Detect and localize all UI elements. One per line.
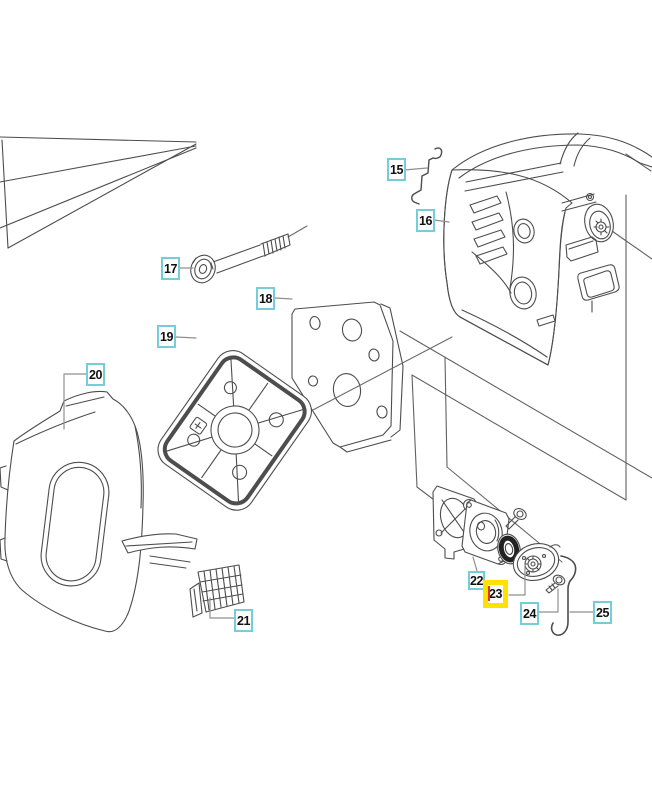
leader-21 xyxy=(209,597,235,619)
pump-plate-screw xyxy=(513,508,527,520)
callout-label: 25 xyxy=(596,605,609,620)
callout-23-highlighted[interactable]: 23 xyxy=(483,580,508,608)
callout-17[interactable]: 17 xyxy=(161,257,180,280)
callout-label: 18 xyxy=(259,291,272,306)
part-23-seal-ring-drawing xyxy=(497,533,521,565)
leader-23 xyxy=(508,564,526,596)
part-25-rod-drawing xyxy=(550,555,577,636)
callout-22[interactable]: 22 xyxy=(468,571,485,590)
callout-label: 22 xyxy=(470,573,483,588)
part-24-cover-disc-drawing xyxy=(512,543,566,594)
part-18-plate-drawing xyxy=(289,301,453,453)
leader-lines xyxy=(63,167,594,619)
partial-panel-top-left xyxy=(0,136,197,249)
callout-25[interactable]: 25 xyxy=(593,601,612,624)
callout-15[interactable]: 15 xyxy=(387,158,406,181)
callout-19[interactable]: 19 xyxy=(157,325,176,348)
callout-label: 17 xyxy=(164,261,177,276)
callout-label: 23 xyxy=(489,587,502,601)
callout-label: 19 xyxy=(160,329,173,344)
callout-24[interactable]: 24 xyxy=(520,602,539,625)
cover-disc-screw xyxy=(552,574,566,586)
callout-label: 20 xyxy=(89,367,102,382)
cover-latch xyxy=(121,533,198,554)
leader-19 xyxy=(175,336,197,339)
leader-20 xyxy=(63,373,87,430)
callout-16[interactable]: 16 xyxy=(416,209,435,232)
part-15-wire-drawing xyxy=(411,147,443,205)
leader-16 xyxy=(433,219,450,223)
leader-15 xyxy=(403,167,428,171)
leader-18 xyxy=(274,297,293,300)
callout-label: 21 xyxy=(237,613,250,628)
callout-18[interactable]: 18 xyxy=(256,287,275,310)
callout-21[interactable]: 21 xyxy=(234,609,253,632)
callout-label: 15 xyxy=(390,162,403,177)
callout-label: 24 xyxy=(523,606,536,621)
part-17-screw-drawing xyxy=(190,233,291,284)
leader-24 xyxy=(538,588,559,613)
leader-22 xyxy=(472,556,478,572)
part-19-filter-drawing xyxy=(157,350,312,511)
part-16-housing-drawing xyxy=(443,132,652,366)
callout-label: 16 xyxy=(419,213,432,228)
background-panel-lines xyxy=(399,153,652,510)
selection-marker xyxy=(488,586,490,601)
callout-20[interactable]: 20 xyxy=(86,363,105,386)
part-20-cover-drawing xyxy=(0,390,198,633)
